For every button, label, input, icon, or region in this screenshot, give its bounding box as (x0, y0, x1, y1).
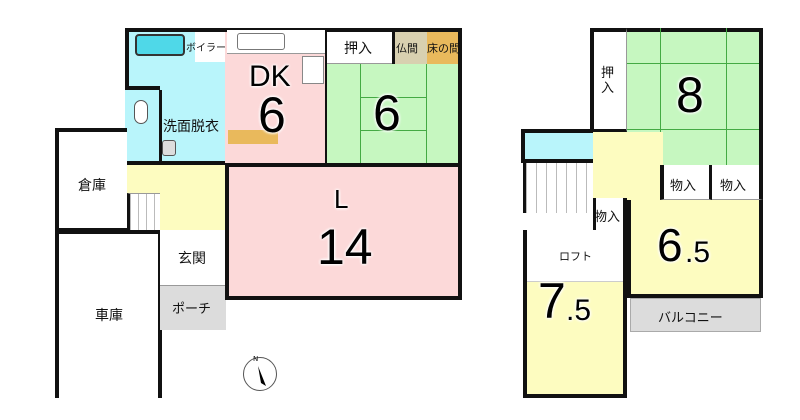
oshiire-label: 押入 (344, 41, 372, 57)
stairs-icon (127, 193, 160, 230)
tatami-lines (627, 63, 759, 130)
stove-icon (302, 56, 324, 84)
storage-3-label: 物入 (594, 210, 621, 225)
compass-needle-icon (258, 366, 266, 386)
loft-size-fraction: .5 (566, 294, 592, 327)
tatami-lines (360, 64, 427, 165)
oshiire (327, 28, 392, 64)
kitchen-counter (227, 30, 325, 54)
boiler-label: ボイラー (186, 43, 226, 54)
storage-2f-2 (712, 165, 763, 200)
living-label: L (334, 184, 349, 214)
tokonoma (427, 28, 462, 64)
washitsu-6 (327, 64, 462, 165)
tatami-lines (660, 28, 727, 167)
porch (160, 286, 226, 330)
room-6-5 (627, 200, 763, 298)
room-6-5-size-fraction: .5 (685, 236, 711, 269)
porch-label: ポーチ (172, 302, 212, 317)
living (225, 163, 462, 300)
loft-size-whole: 7 (538, 273, 566, 329)
garage (55, 230, 162, 398)
loft-label: ロフト (559, 250, 592, 263)
hall-2f (593, 132, 663, 202)
storage-2f-3 (593, 198, 627, 232)
dk-size: 6 (258, 87, 286, 143)
kitchen-sink-icon (237, 33, 285, 50)
compass-label: N (253, 355, 259, 363)
genkan (160, 230, 226, 286)
counter-table (228, 130, 278, 144)
living-size: 14 (317, 219, 373, 275)
balcony-label: バルコニー (658, 311, 723, 326)
washroom-label: 洗面脱衣 (163, 119, 219, 135)
butsuma (392, 28, 427, 64)
toilet-icon (134, 100, 148, 124)
butsuma-label: 仏間 (396, 42, 418, 55)
tokonoma-label: 床の間 (427, 42, 460, 55)
oshiire-2f (590, 28, 627, 132)
compass-icon (243, 357, 277, 391)
oshiire-2f-label: 押入 (601, 66, 615, 96)
stairs-2f-icon (523, 163, 593, 213)
souko-label: 倉庫 (78, 178, 106, 194)
toilet-2f (521, 129, 593, 163)
storage-souko (55, 128, 127, 232)
garage-label: 車庫 (95, 308, 123, 324)
boiler-area (193, 28, 227, 56)
storage-1-label: 物入 (670, 179, 697, 194)
genkan-label: 玄関 (178, 251, 206, 267)
washitsu-size: 6 (373, 85, 401, 141)
balcony (630, 298, 761, 332)
bathtub-icon (135, 34, 185, 56)
dk-label: DK (249, 60, 291, 93)
room-6-5-size-whole: 6 (657, 219, 683, 271)
loft-upper (527, 230, 623, 282)
storage-2f-1 (660, 165, 712, 200)
tatami-lines (360, 97, 427, 131)
washitsu-8-size: 8 (676, 67, 704, 123)
sink-icon (162, 140, 176, 156)
storage-2-label: 物入 (720, 179, 747, 194)
